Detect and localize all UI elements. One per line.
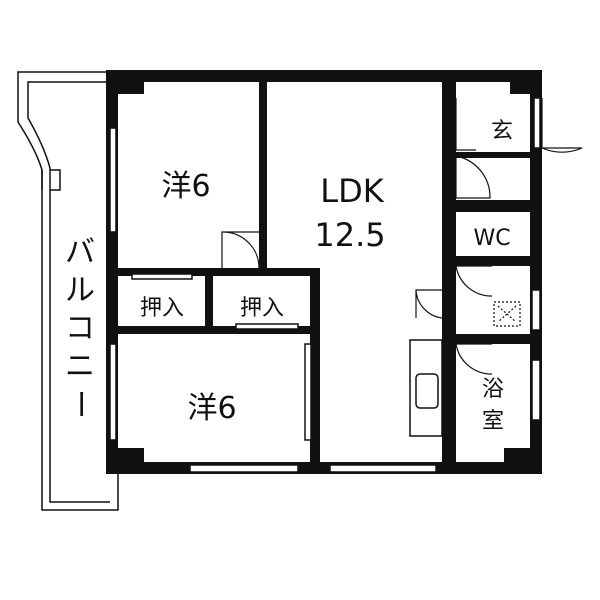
doors	[221, 98, 583, 375]
interior-walls	[118, 82, 542, 474]
room-label-western-top: 洋6	[161, 169, 210, 204]
room-label-entrance: 玄	[491, 119, 513, 144]
room-label-ldk-name: LDK	[320, 172, 384, 210]
closet-label-right: 押入	[240, 296, 284, 321]
balcony-char-3: コ	[65, 311, 95, 346]
windows	[109, 97, 541, 473]
balcony-char-2: ル	[65, 273, 95, 308]
balcony-char-4: ニ	[65, 349, 95, 384]
laundry-pan-icon	[493, 301, 521, 327]
balcony-char-1: バ	[65, 235, 95, 270]
balcony-char-5: ー	[62, 389, 97, 419]
room-label-western-bottom: 洋6	[187, 391, 236, 426]
room-label-toilet: WC	[473, 226, 510, 251]
fixtures	[409, 301, 521, 437]
balcony-label: バ ル コ ニ ー	[62, 235, 97, 419]
balcony	[17, 71, 119, 511]
closet-label-left: 押入	[140, 296, 184, 321]
room-label-ldk-size: 12.5	[314, 216, 385, 254]
room-label-bath-2: 室	[482, 409, 504, 434]
sink-icon	[415, 373, 439, 409]
room-label-bath-1: 浴	[482, 377, 504, 402]
kitchen-counter	[409, 339, 443, 437]
